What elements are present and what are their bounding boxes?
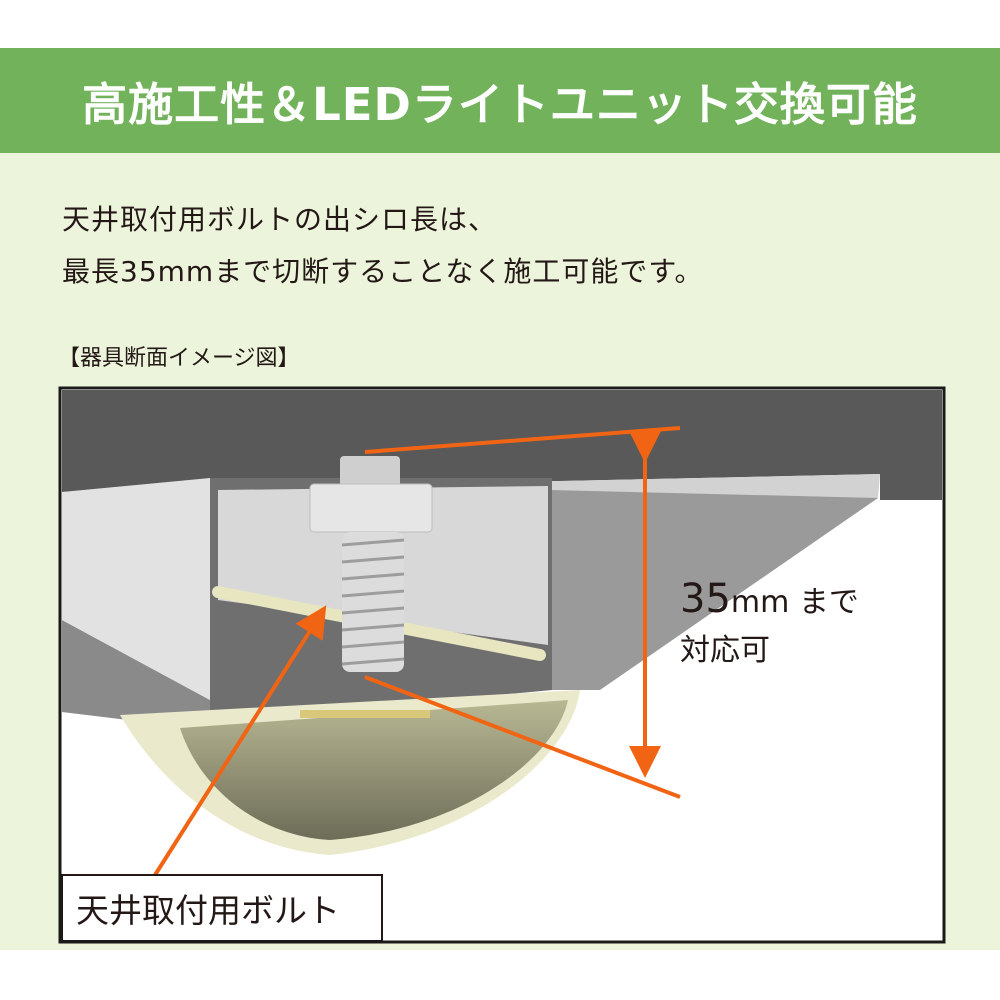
bolt-stud-top — [340, 456, 400, 488]
dimension-note: 対応可 — [680, 633, 770, 668]
ceiling — [62, 390, 942, 500]
dimension-value: 35mm まで — [680, 576, 859, 622]
bolt-label: 天井取付用ボルト — [76, 891, 340, 930]
hex-nut — [309, 483, 433, 533]
description-line-2: 最長35mmまで切断することなく施工可能です。 — [62, 255, 704, 288]
page-title: 高施工性＆LEDライトユニット交換可能 — [82, 78, 918, 131]
diagram-border — [58, 386, 946, 944]
bolt-label-box — [61, 874, 383, 942]
fixture-left-shadow — [62, 620, 210, 730]
description-line-1: 天井取付用ボルトの出シロ長は、 — [62, 203, 498, 236]
diagram-caption: 【器具断面イメージ図】 — [58, 346, 300, 371]
lens-inner — [180, 700, 568, 840]
led-board — [300, 710, 430, 718]
fixture-left-panel — [62, 478, 210, 700]
bolt-threads — [341, 538, 405, 666]
bolt-pointer-arrow — [153, 605, 327, 877]
dimension-indicator — [364, 426, 681, 799]
threaded-bolt — [342, 532, 404, 672]
title-banner: 高施工性＆LEDライトユニット交換可能 — [0, 48, 1000, 153]
